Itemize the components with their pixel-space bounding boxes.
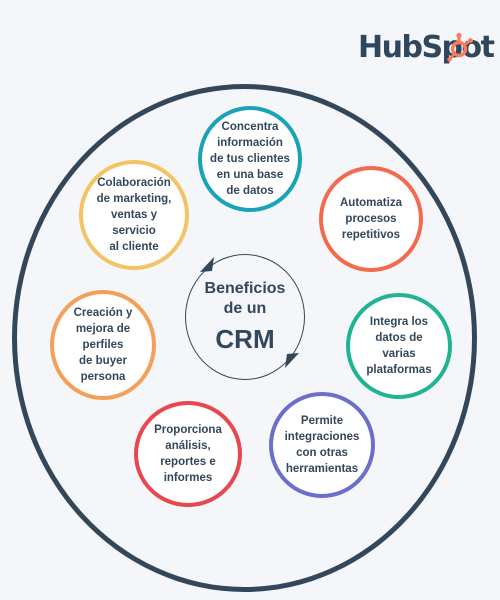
sprocket-icon [447,32,473,62]
benefit-label: Concentra información de tus clientes en… [210,121,290,197]
benefit-proporciona-analisis: Proporciona análisis, reportes e informe… [134,401,242,507]
cycle-arrow-bottom-icon [285,353,299,368]
logo-text: HubSpot [358,30,495,65]
benefit-buyer-persona: Creación y mejora de perfiles de buyer p… [50,290,156,400]
benefit-concentra-informacion: Concentra información de tus clientes en… [198,106,302,212]
hubspot-logo: HubSpot [358,30,495,66]
center-crm-label: CRM [215,324,275,354]
benefit-label: Colaboración de marketing, ventas y serv… [96,177,172,253]
cycle-arrow-top-icon [200,257,214,272]
benefit-automatiza-procesos: Automatiza procesos repetitivos [319,166,423,272]
benefit-label: Integra los datos de varias plataformas [366,316,432,376]
center-title: Beneficios de un [204,280,286,317]
benefit-permite-integraciones: Permite integraciones con otras herramie… [269,392,375,498]
center-circle: Beneficios de un CRM [185,254,305,380]
benefit-label: Permite integraciones con otras herramie… [284,415,360,475]
benefit-integra-datos: Integra los datos de varias plataformas [346,293,452,399]
benefit-label: Proporciona análisis, reportes e informe… [154,424,222,484]
benefit-colaboracion: Colaboración de marketing, ventas y serv… [79,160,189,270]
benefit-label: Automatiza procesos repetitivos [340,197,402,241]
benefit-label: Creación y mejora de perfiles de buyer p… [73,307,133,383]
